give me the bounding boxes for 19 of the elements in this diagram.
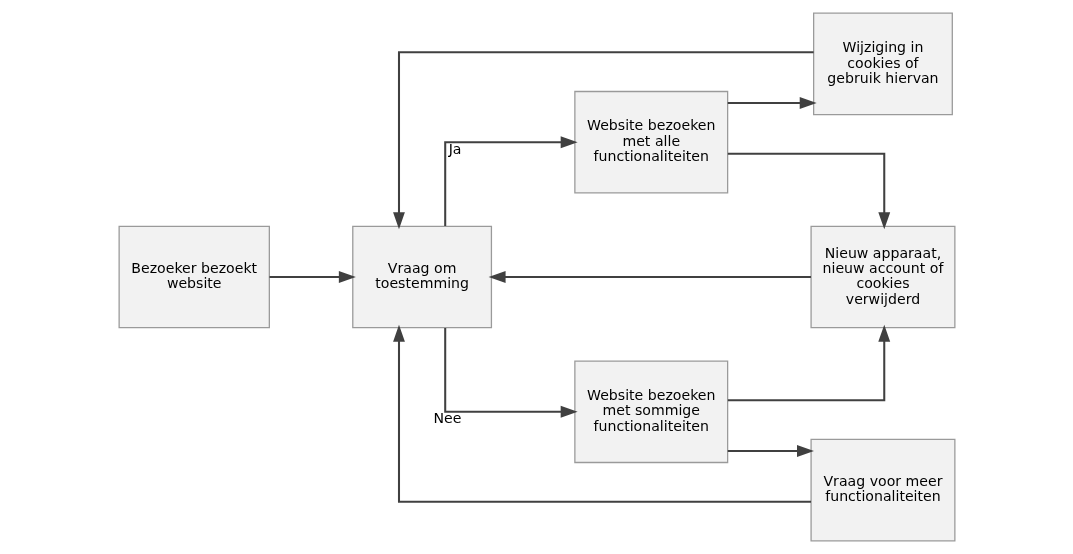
arrow xyxy=(392,51,814,230)
node-box: Vraag voor meer functionaliteiten xyxy=(809,438,955,542)
edge-label: Nee xyxy=(432,410,461,427)
arrow xyxy=(443,136,578,227)
arrow xyxy=(488,271,811,283)
arrow xyxy=(727,97,817,109)
node-box: Website bezoeken met alle functionaliteiten xyxy=(573,90,728,194)
arrow xyxy=(727,152,890,230)
arrow xyxy=(269,271,356,283)
arrow xyxy=(443,327,578,418)
node-box: Nieuw apparaat, nieuw account of cookies verwijderd xyxy=(809,225,955,329)
edge-label: Ja xyxy=(448,140,462,157)
node-box: Vraag om toestemming xyxy=(351,225,492,329)
arrow xyxy=(392,324,811,503)
node-box: Website bezoeken met sommige functionaliteiten xyxy=(573,360,728,464)
arrow xyxy=(727,445,814,457)
arrow xyxy=(727,324,890,402)
node-box: Wijziging in cookies of gebruik hiervan xyxy=(812,12,953,116)
node-box: Bezoeker bezoekt website xyxy=(118,225,270,329)
